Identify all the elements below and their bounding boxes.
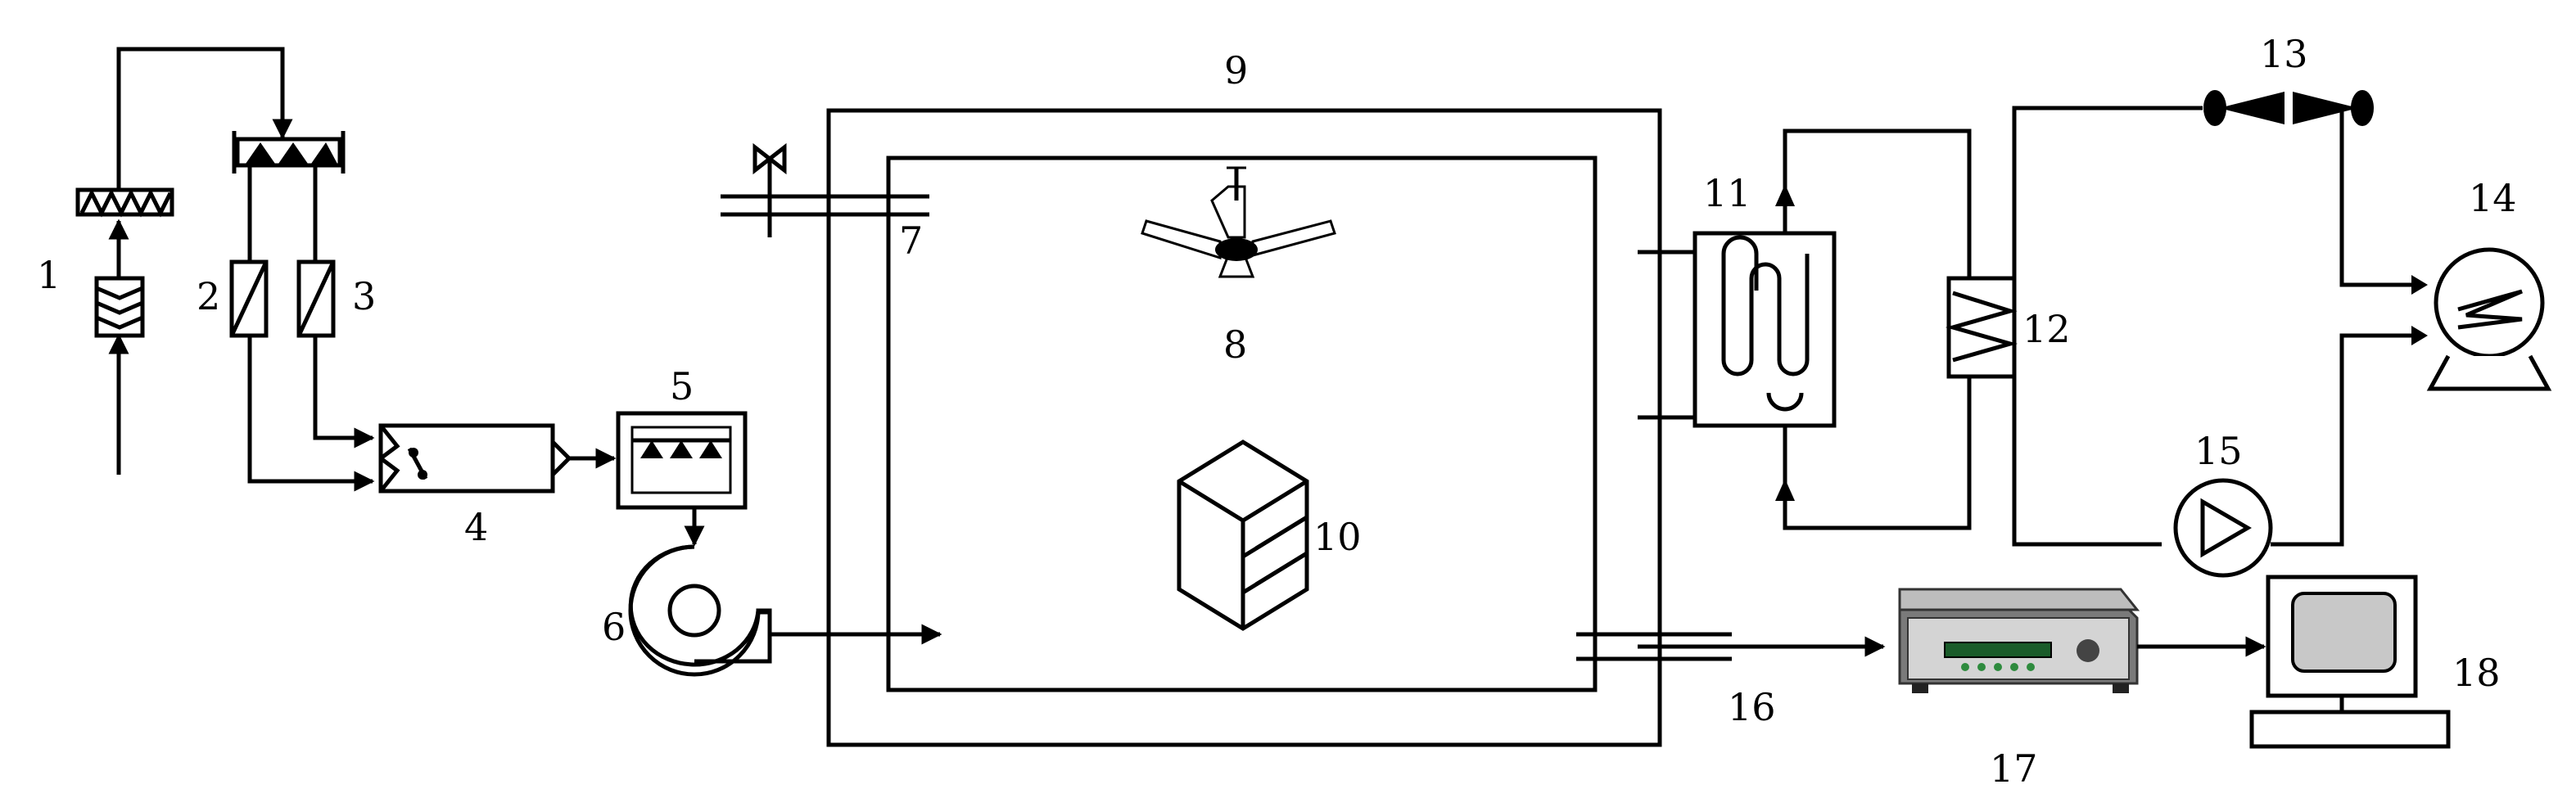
- label-4: 4: [464, 505, 488, 549]
- distribution-header-icon: [232, 131, 346, 174]
- pump-icon: [2173, 478, 2273, 578]
- sampling-inlet-pipe: [721, 176, 929, 237]
- test-chamber: [721, 108, 1886, 747]
- computer-icon: [2249, 575, 2451, 749]
- label-7: 7: [899, 219, 923, 263]
- label-9: 9: [1224, 48, 1248, 92]
- valve-icon: [752, 142, 787, 176]
- thermal-loop: [1638, 90, 2552, 578]
- gas-analyzer-icon: [1898, 588, 2140, 693]
- label-17: 17: [1990, 746, 2038, 791]
- label-15: 15: [2194, 429, 2243, 473]
- zigzag-filter-icon: [94, 276, 145, 338]
- shelf-cabinet-icon: [1177, 440, 1309, 631]
- label-3: 3: [352, 274, 376, 318]
- rotameter-icon: [229, 259, 269, 338]
- label-13: 13: [2260, 32, 2308, 76]
- label-14: 14: [2469, 176, 2517, 220]
- compressor-icon: [2426, 247, 2552, 391]
- rotameter-icon: [296, 259, 336, 338]
- label-12: 12: [2022, 307, 2071, 351]
- chamber-outer-wall: [826, 108, 1662, 747]
- label-5: 5: [670, 364, 694, 408]
- label-8: 8: [1223, 322, 1247, 367]
- label-1: 1: [37, 253, 61, 297]
- label-2: 2: [197, 274, 220, 318]
- label-6: 6: [602, 605, 626, 649]
- label-11: 11: [1703, 171, 1751, 215]
- centrifugal-fan-icon: [628, 544, 772, 677]
- sampling-outlet-pipe: [1576, 632, 1886, 661]
- humidifier-icon: [616, 411, 748, 510]
- inlet-section: [75, 47, 942, 677]
- label-18: 18: [2452, 651, 2501, 695]
- mixing-chamber-icon: [378, 423, 572, 494]
- plate-heat-exchanger-icon: [1945, 276, 2018, 379]
- chamber-inner-wall: [886, 156, 1598, 692]
- manifold-filter-icon: [75, 187, 174, 218]
- ceiling-fan-icon: [1141, 166, 1336, 278]
- label-16: 16: [1728, 685, 1776, 729]
- label-10: 10: [1313, 515, 1362, 559]
- serpentine-heat-exchanger-icon: [1638, 231, 1837, 428]
